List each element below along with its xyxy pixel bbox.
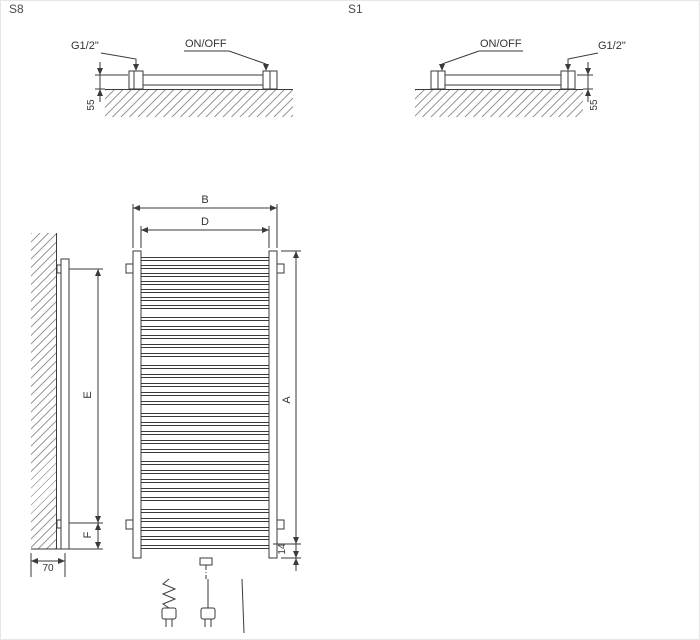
radiator-rung (141, 297, 269, 301)
s8-left-fitting (128, 70, 144, 90)
front-bracket-bottom-left (125, 519, 134, 530)
radiator-rung (141, 497, 269, 501)
radiator-rung (141, 479, 269, 483)
s1-view-title: S1 (348, 2, 363, 16)
dimension-arrows (31, 64, 591, 565)
radiator-rung (141, 401, 269, 405)
radiator-rung (141, 335, 269, 339)
s8-valve-leader-line (100, 52, 137, 64)
dim-a-label: A (281, 396, 293, 404)
radiator-rung (141, 353, 269, 357)
bare-wire-cord (241, 578, 245, 634)
radiator-rung (141, 317, 269, 321)
front-bracket-bottom-right (276, 519, 285, 530)
radiator-rung (141, 545, 269, 549)
side-view-wall-hatch (31, 233, 57, 549)
radiator-rung (141, 344, 269, 348)
s1-wall-distance-label: 55 (589, 99, 600, 111)
dim-70-label: 70 (42, 563, 54, 574)
s1-wall-hatch (415, 89, 583, 117)
dim-b-label: B (201, 194, 209, 206)
power-plug-middle (200, 607, 216, 620)
radiator-rung (141, 265, 269, 269)
radiator-rung (141, 536, 269, 540)
radiator-rung (141, 305, 269, 309)
s8-onoff-leader-line (228, 50, 267, 65)
s8-valve-size-label: G1/2" (71, 40, 99, 52)
radiator-rung (141, 470, 269, 474)
radiator-rung (141, 374, 269, 378)
radiator-rung (141, 509, 269, 513)
s1-valve-size-label: G1/2" (598, 40, 626, 52)
radiator-rung (141, 326, 269, 330)
s8-onoff-label: ON/OFF (185, 38, 227, 50)
radiator-rung (141, 281, 269, 285)
radiator-rung (141, 413, 269, 417)
dim-e-label: E (82, 391, 94, 399)
s1-radiator-tube (444, 74, 562, 86)
radiator-rung (141, 431, 269, 435)
radiator-rung (141, 365, 269, 369)
s8-wall-hatch (105, 89, 293, 117)
s1-onoff-leader-line (441, 50, 480, 65)
side-collector-tube (60, 258, 70, 550)
power-plug-left (161, 607, 177, 620)
s8-view-title: S8 (9, 2, 24, 16)
cable-gland (199, 557, 213, 566)
radiator-rung (141, 257, 269, 261)
radiator-rung (141, 527, 269, 531)
front-left-collector-tube (132, 250, 142, 559)
s8-radiator-tube (141, 74, 264, 86)
dim-d-label: D (201, 216, 209, 228)
radiator-rung (141, 449, 269, 453)
front-right-collector-tube (268, 250, 278, 559)
radiator-rung (141, 273, 269, 277)
radiator-rung (141, 289, 269, 293)
radiator-rung (141, 392, 269, 396)
radiator-rung (141, 461, 269, 465)
radiator-rung (141, 422, 269, 426)
radiator-rung (141, 383, 269, 387)
radiator-rung (141, 440, 269, 444)
side-bracket-bottom (56, 519, 62, 529)
radiator-rung (141, 488, 269, 492)
dim-f-label: F (82, 531, 94, 539)
front-bracket-top-right (276, 263, 285, 274)
side-bracket-top (56, 264, 62, 274)
s1-onoff-label: ON/OFF (480, 38, 522, 50)
radiator-rung (141, 518, 269, 522)
spiral-power-cord (161, 578, 177, 609)
s1-valve-leader-line (567, 52, 599, 64)
front-bracket-top-left (125, 263, 134, 274)
dim-14-label: 14 (277, 543, 288, 555)
s8-wall-distance-label: 55 (86, 99, 97, 111)
